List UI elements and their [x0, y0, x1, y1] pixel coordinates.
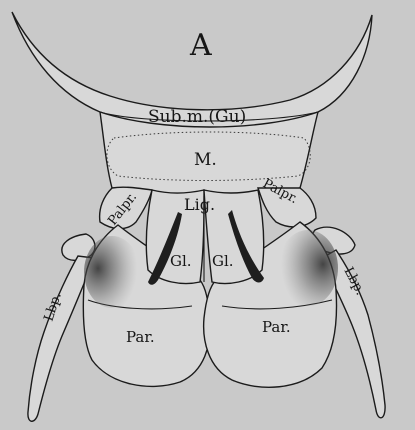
label-mentum: M. — [194, 150, 217, 170]
panel-letter: A — [189, 28, 212, 63]
label-glossa-right: Gl. — [212, 252, 234, 270]
label-glossa-left: Gl. — [170, 252, 192, 270]
label-submentum: Sub.m.(Gu) — [148, 107, 246, 127]
label-paraglossa-left: Par. — [126, 328, 155, 346]
shading-right — [278, 230, 338, 306]
label-paraglossa-right: Par. — [262, 318, 291, 336]
label-ligula: Lig. — [184, 195, 215, 214]
shading-left — [84, 236, 140, 308]
